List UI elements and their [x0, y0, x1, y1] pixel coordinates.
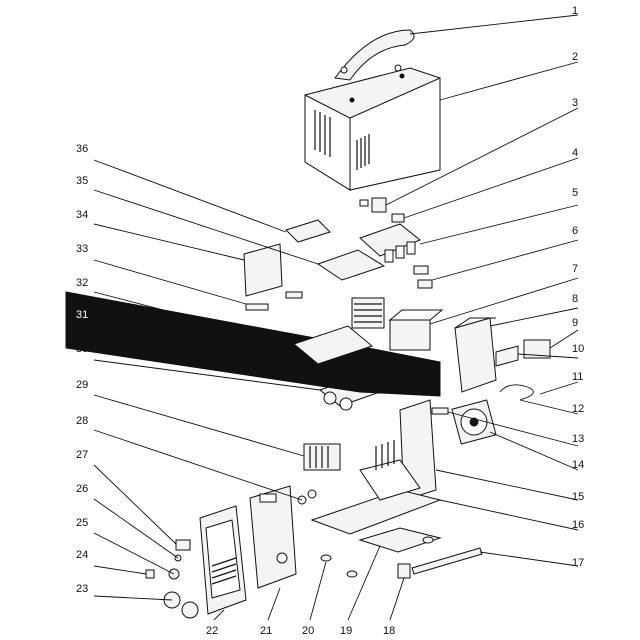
- part-24-switch: [145, 569, 155, 579]
- part-23-connectors: [163, 591, 199, 619]
- callout-15: 15: [572, 491, 584, 503]
- part-36-bracket: [285, 219, 331, 243]
- part-35-pcb: [316, 249, 386, 281]
- callout-6: 6: [572, 225, 578, 237]
- callout-2: 2: [572, 51, 578, 63]
- callout-31: 31: [76, 309, 88, 321]
- callout-13: 13: [572, 433, 584, 445]
- part-3-clip: [359, 197, 387, 213]
- part-14-fan: [451, 399, 497, 445]
- callout-16: 16: [572, 519, 584, 531]
- callout-20: 20: [302, 625, 314, 637]
- part-33-bar: [245, 291, 303, 311]
- part-16-chassis: [310, 399, 442, 535]
- part-10-terminal: [495, 345, 519, 367]
- callout-14: 14: [572, 459, 584, 471]
- part-5-pcb: [359, 223, 421, 263]
- part-32-plate: [292, 325, 374, 365]
- callout-7: 7: [572, 263, 578, 275]
- part-22-front-bezel: [199, 505, 247, 615]
- callout-25: 25: [76, 517, 88, 529]
- callout-22: 22: [206, 625, 218, 637]
- part-18-foot: [397, 563, 411, 579]
- callout-4: 4: [572, 147, 578, 159]
- callout-11: 11: [572, 371, 583, 383]
- part-4-bracket: [391, 213, 405, 223]
- part-6-connectors: [413, 265, 433, 289]
- callout-30: 30: [76, 343, 88, 355]
- callout-28: 28: [76, 415, 88, 427]
- part-34-bracket: [243, 243, 283, 297]
- part-9-inductor: [523, 339, 551, 359]
- callout-26: 26: [76, 483, 88, 495]
- callout-23: 23: [76, 583, 88, 595]
- callout-9: 9: [572, 317, 578, 329]
- part-29-inductor: [303, 443, 341, 471]
- callout-17: 17: [572, 557, 584, 569]
- callout-33: 33: [76, 243, 88, 255]
- callout-32: 32: [76, 277, 88, 289]
- part-17-rail: [411, 547, 483, 575]
- part-27-label: [175, 539, 191, 551]
- leader-lines: [93, 14, 579, 621]
- part-28-bracket: [297, 489, 317, 505]
- callout-5: 5: [572, 187, 578, 199]
- callout-21: 21: [260, 625, 272, 637]
- callout-1: 1: [572, 5, 578, 17]
- callout-19: 19: [340, 625, 352, 637]
- callout-27: 27: [76, 449, 88, 461]
- callout-29: 29: [76, 379, 88, 391]
- part-1-handle: [334, 29, 415, 81]
- callout-36: 36: [76, 143, 88, 155]
- part-21-front-panel: [249, 485, 297, 589]
- callout-12: 12: [572, 403, 584, 415]
- callout-labels: 1 2 3 4 5 6 7 8 9 10 11 12 13 14 15 16 1…: [76, 5, 584, 637]
- part-12-strip: [431, 407, 449, 415]
- callout-10: 10: [572, 343, 584, 355]
- part-20-feet: [320, 536, 434, 578]
- callout-34: 34: [76, 209, 88, 221]
- part-2-cover: [304, 67, 441, 191]
- part-7-transformer: [351, 297, 444, 351]
- callout-35: 35: [76, 175, 88, 187]
- callout-3: 3: [572, 97, 578, 109]
- part-11-cable: [499, 384, 534, 401]
- callout-24: 24: [76, 549, 88, 561]
- callout-18: 18: [383, 625, 395, 637]
- part-8-panel: [454, 317, 497, 393]
- callout-8: 8: [572, 293, 578, 305]
